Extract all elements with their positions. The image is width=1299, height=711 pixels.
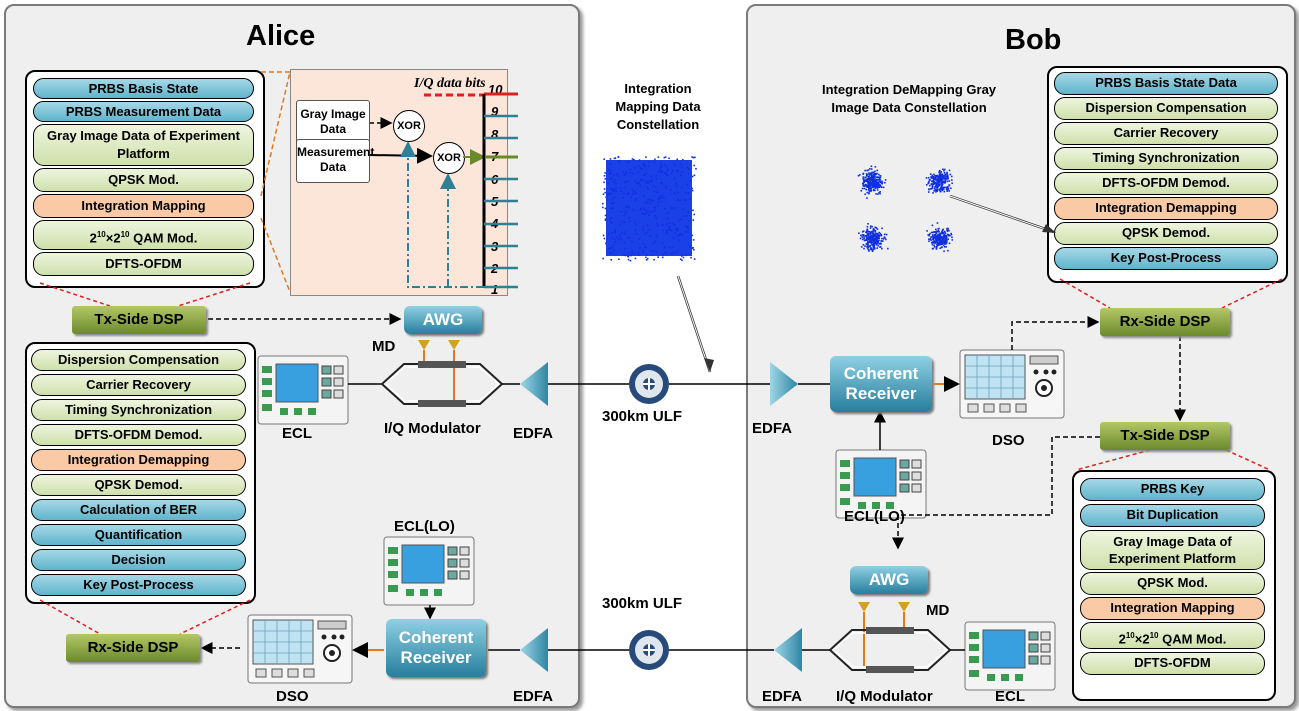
- alice-ecl-label: ECL: [282, 425, 312, 442]
- bob-edfa-tx-label: EDFA: [762, 688, 803, 705]
- xor-gate-top: XOR: [393, 110, 425, 142]
- alice-title: Alice: [246, 20, 316, 52]
- alice-tx-integration-mapping: Integration Mapping: [33, 194, 254, 218]
- bob-edfa-rx-label: EDFA: [752, 420, 793, 437]
- bob-tx-dsp: Tx-Side DSP: [1100, 422, 1230, 450]
- md-probes-bob: [858, 602, 910, 666]
- bit-9: 9: [491, 104, 499, 119]
- bob-tx-prbs-key: PRBS Key: [1080, 478, 1265, 501]
- alice-tx-gray-image-label: Gray Image Data of Experiment Platform: [47, 128, 240, 161]
- alice-rx-carrier: Carrier Recovery: [31, 374, 246, 396]
- alice-rx-decision: Decision: [31, 549, 246, 571]
- bob-iq-label: I/Q Modulator: [836, 688, 933, 705]
- alice-rx-quantification: Quantification: [31, 524, 246, 546]
- measurement-data-box: Measurement Data: [296, 139, 374, 183]
- inset-title: I/Q data bits: [414, 76, 486, 91]
- bob-tx-qpsk: QPSK Mod.: [1080, 572, 1265, 595]
- alice-dso-label: DSO: [276, 688, 309, 705]
- bob-rx-qpsk-demod: QPSK Demod.: [1054, 222, 1278, 245]
- fiber-bottom-label: 300km ULF: [602, 595, 683, 612]
- alice-tx-qam: 210×210 QAM Mod.: [33, 220, 254, 250]
- alice-coherent-receiver: Coherent Receiver: [386, 619, 486, 677]
- bob-tx-gray-image: Gray Image Data of Experiment Platform: [1080, 530, 1265, 570]
- bob-title: Bob: [1005, 24, 1062, 56]
- alice-edfa-rx-label: EDFA: [513, 688, 554, 705]
- alice-ecl-lo-label: ECL(LO): [394, 518, 455, 535]
- alice-tx-dsp: Tx-Side DSP: [72, 306, 206, 334]
- bob-rx-dsp: Rx-Side DSP: [1100, 308, 1230, 336]
- bob-rx-dispersion: Dispersion Compensation: [1054, 97, 1278, 120]
- constellations: [602, 156, 954, 262]
- alice-tx-prbs-meas: PRBS Measurement Data: [33, 101, 254, 122]
- alice-rx-key-post: Key Post-Process: [31, 574, 246, 596]
- alice-rx-dispersion: Dispersion Compensation: [31, 349, 246, 371]
- fiber-top-label: 300km ULF: [602, 408, 683, 425]
- alice-edfa-tx-label: EDFA: [513, 425, 554, 442]
- mapping-constellation-title: Integration Mapping Data Constellation: [615, 81, 701, 132]
- alice-tx-dfts-ofdm: DFTS-OFDM: [33, 252, 254, 276]
- bob-ecl-label: ECL: [995, 688, 1025, 705]
- bob-rx-timing: Timing Synchronization: [1054, 147, 1278, 170]
- bob-tx-dfts-ofdm: DFTS-OFDM: [1080, 652, 1265, 675]
- alice-rx-qpsk-demod: QPSK Demod.: [31, 474, 246, 496]
- demapping-constellation-title: Integration DeMapping Gray Image Data Co…: [821, 82, 997, 115]
- alice-rx-integration-demapping: Integration Demapping: [31, 449, 246, 471]
- alice-rx-timing: Timing Synchronization: [31, 399, 246, 421]
- bit-8: 8: [491, 127, 499, 142]
- bob-tx-bit-dup: Bit Duplication: [1080, 504, 1265, 527]
- alice-rx-dsp: Rx-Side DSP: [66, 634, 200, 662]
- bob-dso-label: DSO: [992, 432, 1025, 449]
- alice-iq-label: I/Q Modulator: [384, 420, 481, 437]
- bob-rx-integration-demapping: Integration Demapping: [1054, 197, 1278, 220]
- alice-tx-prbs-basis: PRBS Basis State: [33, 78, 254, 99]
- md-probes-alice: [418, 340, 460, 400]
- bob-rx-key-post: Key Post-Process: [1054, 247, 1278, 270]
- alice-awg: AWG: [404, 306, 482, 334]
- bob-awg: AWG: [850, 566, 928, 594]
- alice-rx-ber: Calculation of BER: [31, 499, 246, 521]
- bob-md-label: MD: [926, 602, 950, 619]
- alice-md-label: MD: [372, 338, 396, 355]
- alice-tx-qpsk: QPSK Mod.: [33, 168, 254, 192]
- bob-tx-integration-mapping: Integration Mapping: [1080, 597, 1265, 620]
- bob-rx-carrier: Carrier Recovery: [1054, 122, 1278, 145]
- bob-tx-qam: 210×210 QAM Mod.: [1080, 622, 1265, 649]
- alice-tx-gray-image: Gray Image Data of Experiment Platform: [33, 124, 254, 166]
- bit-1: 1: [491, 282, 499, 297]
- bob-coherent-receiver: Coherent Receiver: [830, 356, 932, 412]
- bob-rx-dfts-demod: DFTS-OFDM Demod.: [1054, 172, 1278, 195]
- alice-rx-dfts-demod: DFTS-OFDM Demod.: [31, 424, 246, 446]
- bob-rx-prbs-basis: PRBS Basis State Data: [1054, 72, 1278, 95]
- bob-tx-gray-image-label: Gray Image Data of Experiment Platform: [1108, 534, 1237, 566]
- bob-ecl-lo-label: ECL(LO): [844, 508, 905, 525]
